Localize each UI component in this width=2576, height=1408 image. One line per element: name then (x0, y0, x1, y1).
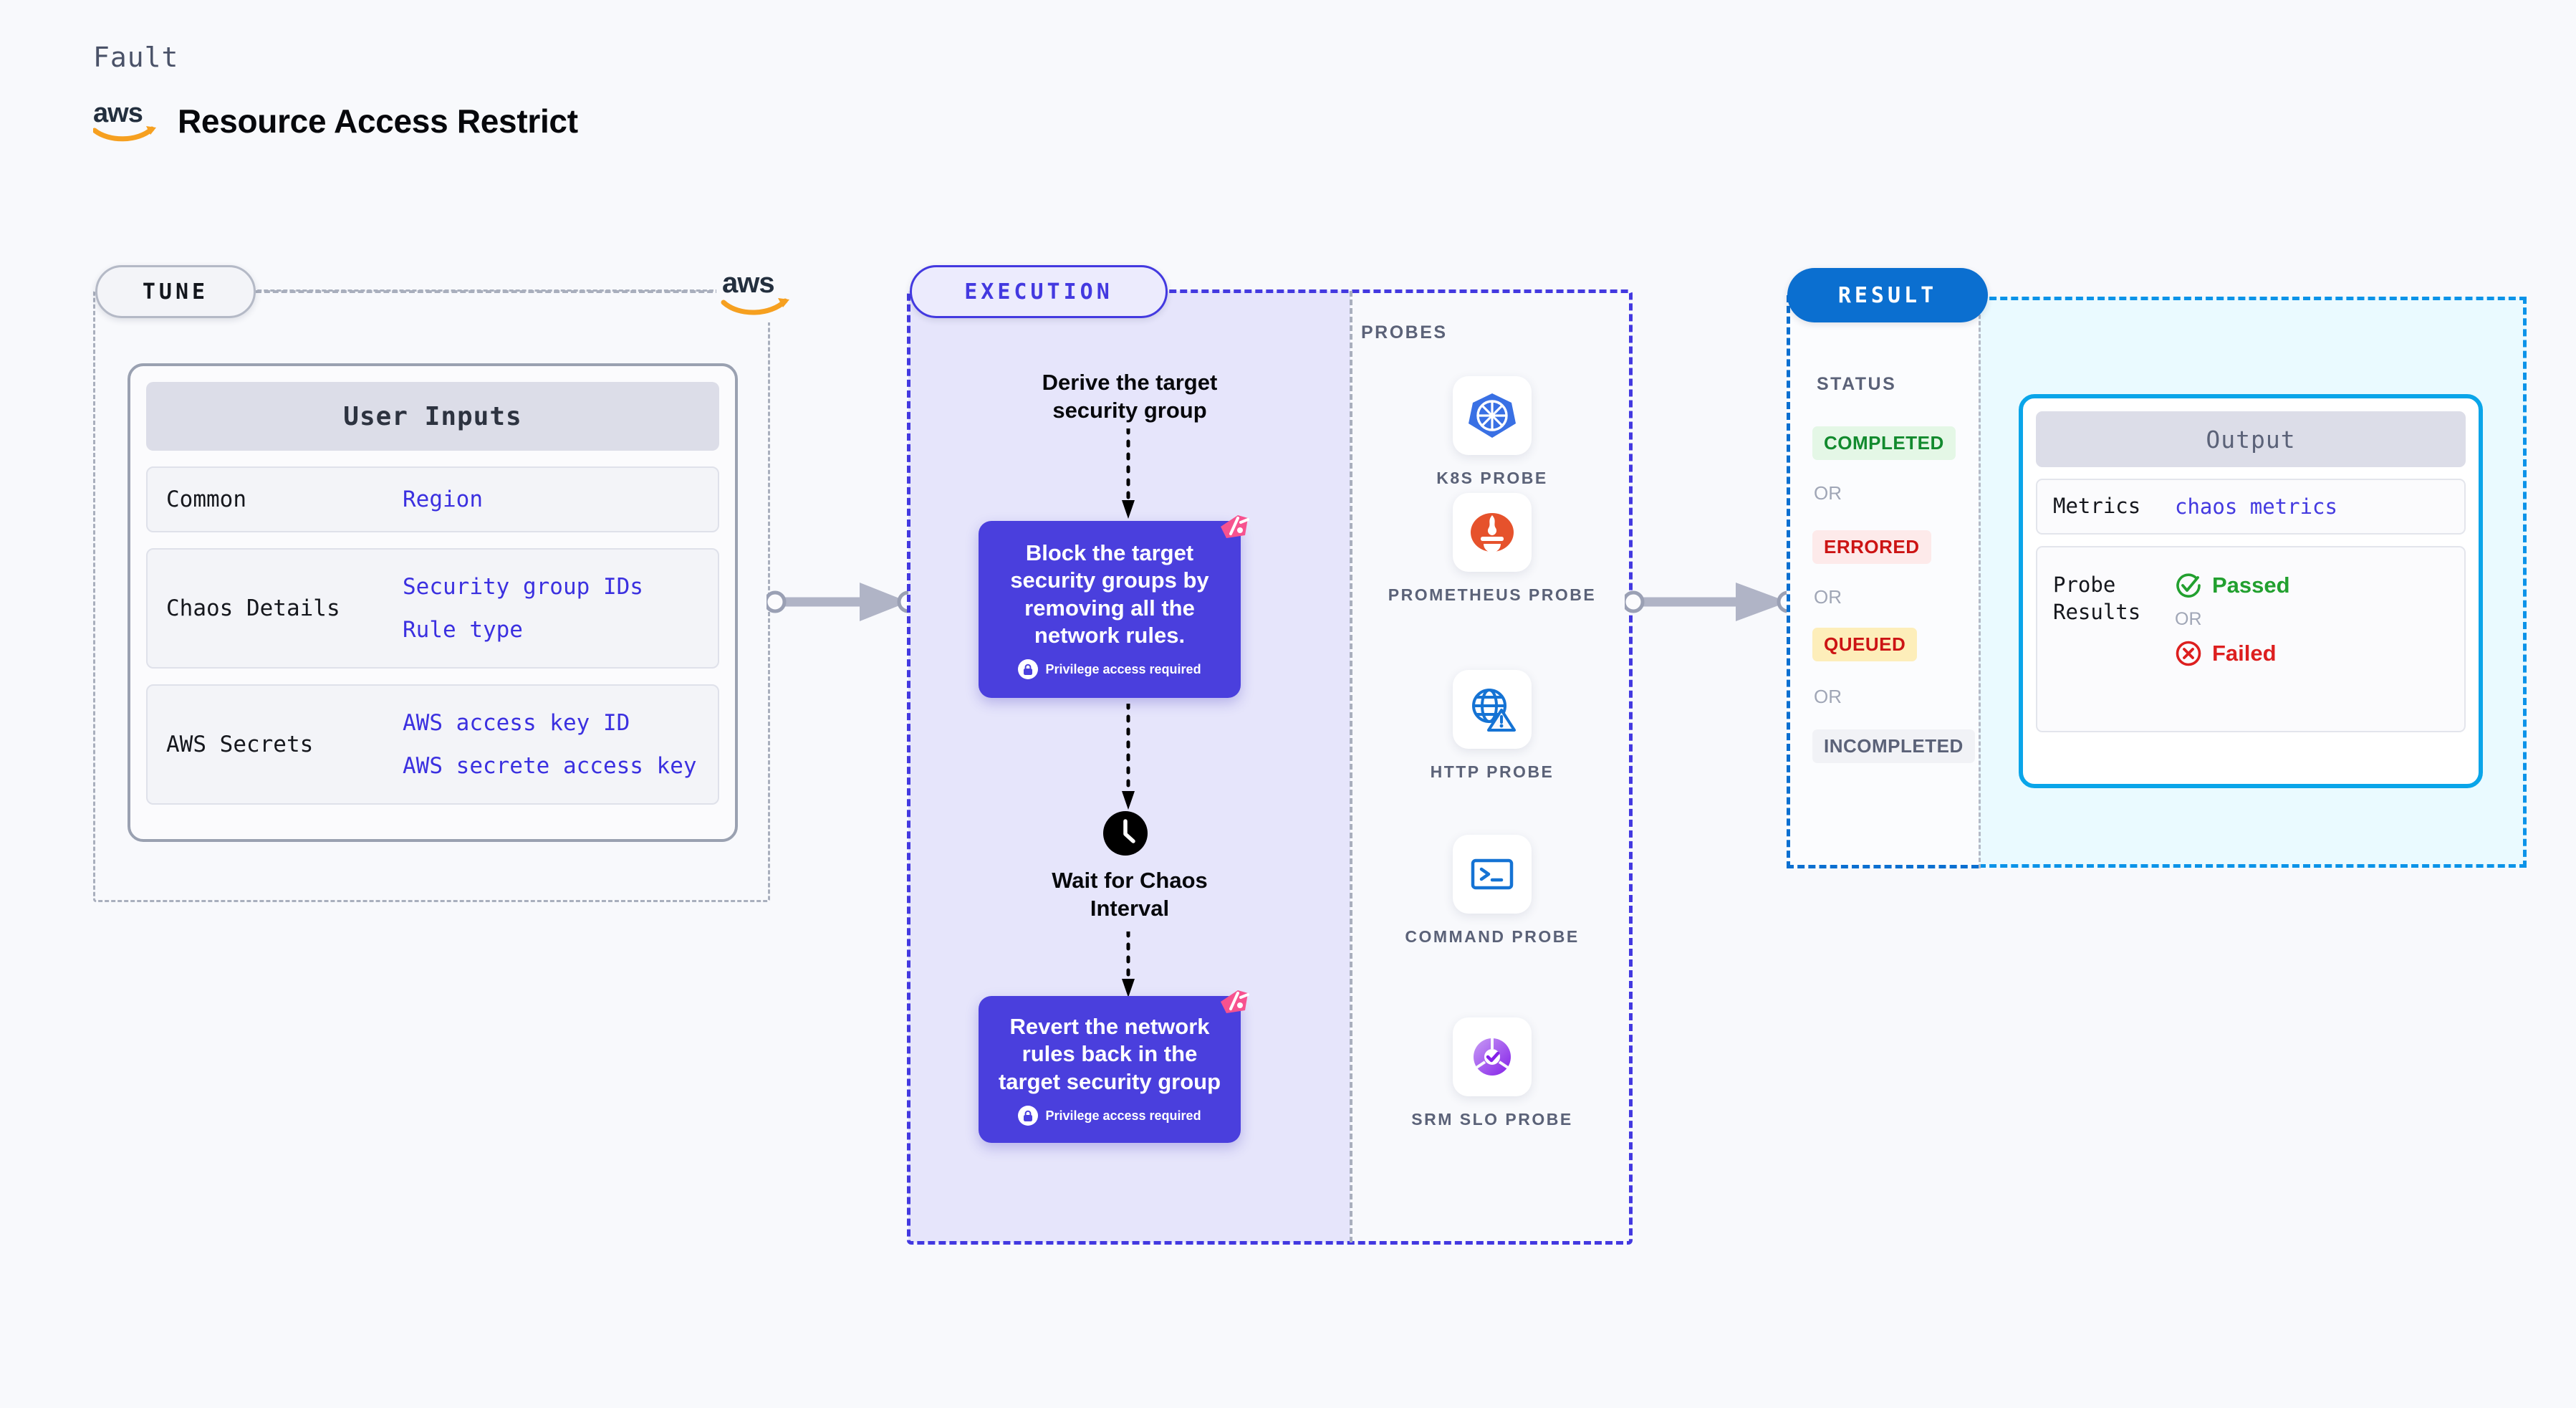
execution-step-derive-label: Derive the target security group (1042, 370, 1218, 423)
status-badge-errored: ERRORED (1812, 530, 1931, 564)
lock-icon (1018, 659, 1039, 680)
fault-title-row: aws Resource Access Restrict (93, 99, 578, 143)
user-input-row-aws-secrets[interactable]: AWS Secrets AWS access key ID AWS secret… (146, 684, 719, 805)
probe-label: COMMAND PROBE (1405, 927, 1580, 946)
execution-stage-pill[interactable]: EXECUTION (910, 265, 1168, 318)
fault-kicker: Fault (93, 42, 179, 73)
row-label: AWS Secrets (166, 732, 314, 757)
probes-heading: PROBES (1361, 322, 1448, 343)
flow-arrow-2 (1118, 701, 1139, 815)
aws-logo-icon: aws (716, 259, 794, 322)
probe-label: PROMETHEUS PROBE (1388, 585, 1597, 604)
execution-card-note: Privilege access required (1018, 659, 1201, 680)
harness-flag-icon (1221, 990, 1249, 1013)
status-badge-queued: QUEUED (1812, 628, 1918, 661)
page-title: Resource Access Restrict (178, 102, 578, 140)
svg-text:aws: aws (722, 267, 774, 299)
user-input-row-chaos-details[interactable]: Chaos Details Security group IDs Rule ty… (146, 548, 719, 669)
result-inner-divider (1979, 295, 1981, 868)
srm-slo-icon (1453, 1017, 1532, 1096)
tune-stage-pill[interactable]: TUNE (95, 265, 256, 318)
probe-result-passed-label: Passed (2212, 573, 2290, 598)
probe-item-command[interactable]: COMMAND PROBE (1374, 835, 1610, 949)
tune-dashed-connector (256, 290, 721, 293)
row-value[interactable]: AWS secrete access key (403, 753, 697, 779)
page-header: Fault aws Resource Access Restrict (93, 42, 578, 143)
probe-label: HTTP PROBE (1430, 762, 1554, 781)
probe-item-http[interactable]: HTTP PROBE (1374, 670, 1610, 784)
row-value[interactable]: Rule type (403, 617, 523, 643)
harness-flag-icon (1221, 515, 1249, 538)
probe-item-k8s[interactable]: K8S PROBE (1374, 376, 1610, 490)
execution-step-derive: Derive the target security group (986, 369, 1273, 425)
terminal-icon (1453, 835, 1532, 914)
prometheus-icon (1453, 493, 1532, 572)
output-row-probe-results: Probe Results Passed OR Failed (2036, 546, 2466, 732)
status-badge-completed: COMPLETED (1812, 426, 1956, 460)
kubernetes-icon (1453, 376, 1532, 455)
user-inputs-title: User Inputs (146, 382, 719, 451)
or-label: OR (1814, 586, 1842, 608)
output-probe-results-label: Probe Results (2053, 573, 2141, 624)
row-values: Security group IDs Rule type (403, 574, 643, 643)
x-circle-icon (2176, 641, 2201, 666)
user-inputs-card: User Inputs Common Region Chaos Details … (128, 363, 738, 842)
lock-icon (1018, 1106, 1039, 1126)
row-value[interactable]: Security group IDs (403, 574, 643, 600)
flow-arrow-1 (1118, 426, 1139, 524)
or-label: OR (1814, 482, 1842, 504)
check-circle-icon (2176, 573, 2201, 598)
probe-label: SRM SLO PROBE (1411, 1110, 1573, 1129)
row-label: Chaos Details (166, 595, 340, 621)
output-metrics-value[interactable]: chaos metrics (2175, 494, 2337, 519)
result-status-panel (1787, 295, 1979, 868)
execution-card-note: Privilege access required (1018, 1106, 1201, 1126)
output-row-metrics[interactable]: Metrics chaos metrics (2036, 479, 2466, 535)
probe-label: K8S PROBE (1436, 469, 1548, 487)
execution-card-title: Revert the network rules back in the tar… (998, 1013, 1221, 1094)
connector-execution-to-result (1625, 573, 1797, 631)
execution-panel (907, 289, 1633, 1245)
or-label: OR (1814, 686, 1842, 707)
row-value[interactable]: Region (403, 487, 483, 512)
execution-card-title: Block the target security groups by remo… (1010, 540, 1209, 648)
row-values: Region (403, 487, 483, 512)
svg-text:aws: aws (93, 99, 143, 128)
connector-tune-to-execution (766, 573, 917, 631)
flow-arrow-3 (1118, 929, 1139, 1002)
execution-card-note-label: Privilege access required (1045, 1108, 1201, 1123)
output-card: Output Metrics chaos metrics Probe Resul… (2019, 394, 2483, 788)
execution-card-revert[interactable]: Revert the network rules back in the tar… (979, 990, 1249, 1143)
aws-logo-icon: aws (93, 99, 156, 142)
probe-result-or-label: OR (2175, 609, 2202, 629)
probe-item-prometheus[interactable]: PROMETHEUS PROBE (1374, 493, 1610, 607)
output-metrics-label: Metrics (2053, 494, 2141, 519)
output-title: Output (2036, 411, 2466, 467)
status-badge-incompleted: INCOMPLETED (1812, 729, 1975, 763)
execution-card-note-label: Privilege access required (1045, 661, 1201, 676)
execution-step-wait-label: Wait for Chaos Interval (1052, 868, 1208, 921)
clock-icon (1103, 811, 1148, 856)
result-stage-pill[interactable]: RESULT (1787, 268, 1988, 322)
probe-item-srm-slo[interactable]: SRM SLO PROBE (1374, 1017, 1610, 1131)
row-values: AWS access key ID AWS secrete access key (403, 710, 697, 779)
row-value[interactable]: AWS access key ID (403, 710, 630, 736)
probe-result-failed-label: Failed (2212, 641, 2277, 666)
execution-card-block[interactable]: Block the target security groups by remo… (979, 515, 1249, 698)
user-input-row-common[interactable]: Common Region (146, 466, 719, 532)
probe-result-passed: Passed (2175, 572, 2290, 599)
probe-result-failed: Failed (2175, 640, 2290, 667)
row-label: Common (166, 487, 246, 512)
execution-step-wait: Wait for Chaos Interval (986, 867, 1273, 923)
status-heading: STATUS (1817, 374, 1897, 394)
http-globe-warning-icon (1453, 670, 1532, 749)
execution-probes-divider (1350, 291, 1352, 1242)
output-probe-results-values: Passed OR Failed (2175, 572, 2290, 667)
